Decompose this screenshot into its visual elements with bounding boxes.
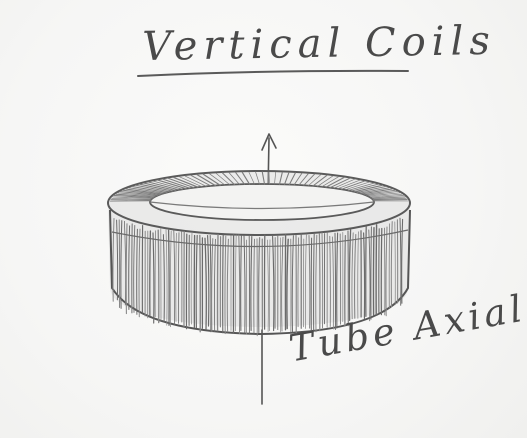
toroid-coil xyxy=(108,171,410,336)
winding-stroke xyxy=(319,234,320,331)
inner-hole-rim xyxy=(150,184,374,220)
winding-stroke xyxy=(158,230,159,322)
winding-stroke xyxy=(335,233,336,329)
winding-stroke xyxy=(373,228,374,315)
winding-stroke xyxy=(169,230,170,325)
sketch-title: Vertical Coils xyxy=(142,18,496,70)
winding-stroke xyxy=(381,229,382,315)
winding-stroke xyxy=(223,235,224,333)
winding-stroke xyxy=(371,227,372,319)
title-underline xyxy=(138,71,408,76)
winding-stroke xyxy=(150,231,151,316)
winding-stroke xyxy=(345,236,346,326)
